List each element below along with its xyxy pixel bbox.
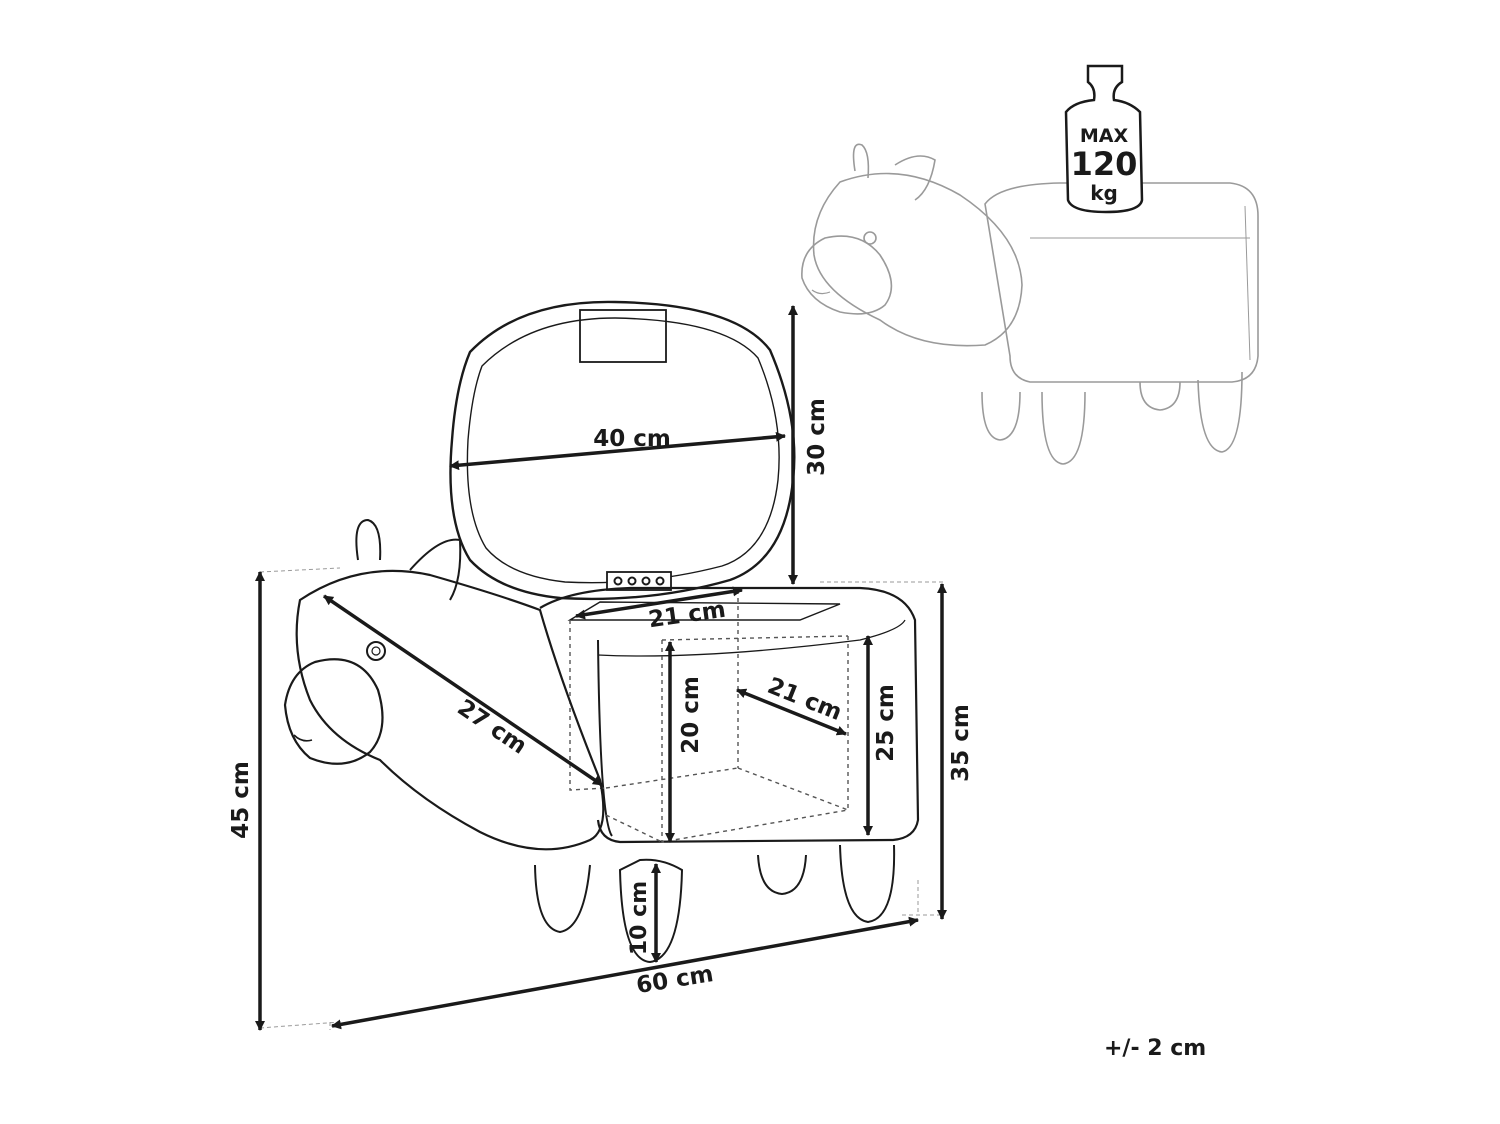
max-load-label: MAX <box>1080 125 1129 147</box>
max-load-value: 120 <box>1071 145 1138 183</box>
label-leg-height: 10 cm <box>627 881 652 955</box>
eye <box>366 641 386 661</box>
arrow-storage-depth <box>736 688 847 736</box>
open-lid <box>449 300 796 601</box>
arrow-head-length <box>323 594 603 787</box>
ear-right <box>409 538 462 601</box>
ear-left <box>355 518 382 561</box>
arrow-storage-width <box>575 586 743 620</box>
snout <box>283 658 384 765</box>
leg-front-left <box>534 864 591 934</box>
stool-body <box>539 586 920 844</box>
label-total-height: 45 cm <box>228 761 254 839</box>
leg-back-left <box>757 854 807 896</box>
label-storage-height: 20 cm <box>678 676 704 754</box>
max-load-weight-icon: MAX 120 kg <box>1064 64 1144 214</box>
tolerance-note: +/- 2 cm <box>1104 1036 1207 1061</box>
preview-stool <box>801 143 1259 465</box>
arrow-total-length <box>331 916 919 1030</box>
arrow-lid-width <box>449 431 786 471</box>
label-total-length: 60 cm <box>635 961 716 999</box>
label-lid-height: 30 cm <box>804 398 830 476</box>
dimension-arrows <box>255 305 947 1031</box>
label-lid-width: 40 cm <box>593 426 671 452</box>
head <box>295 569 605 851</box>
label-seat-height: 35 cm <box>948 704 974 782</box>
max-load-unit: kg <box>1090 181 1118 205</box>
label-body-height: 25 cm <box>873 684 899 762</box>
leg-back-right <box>839 844 896 924</box>
